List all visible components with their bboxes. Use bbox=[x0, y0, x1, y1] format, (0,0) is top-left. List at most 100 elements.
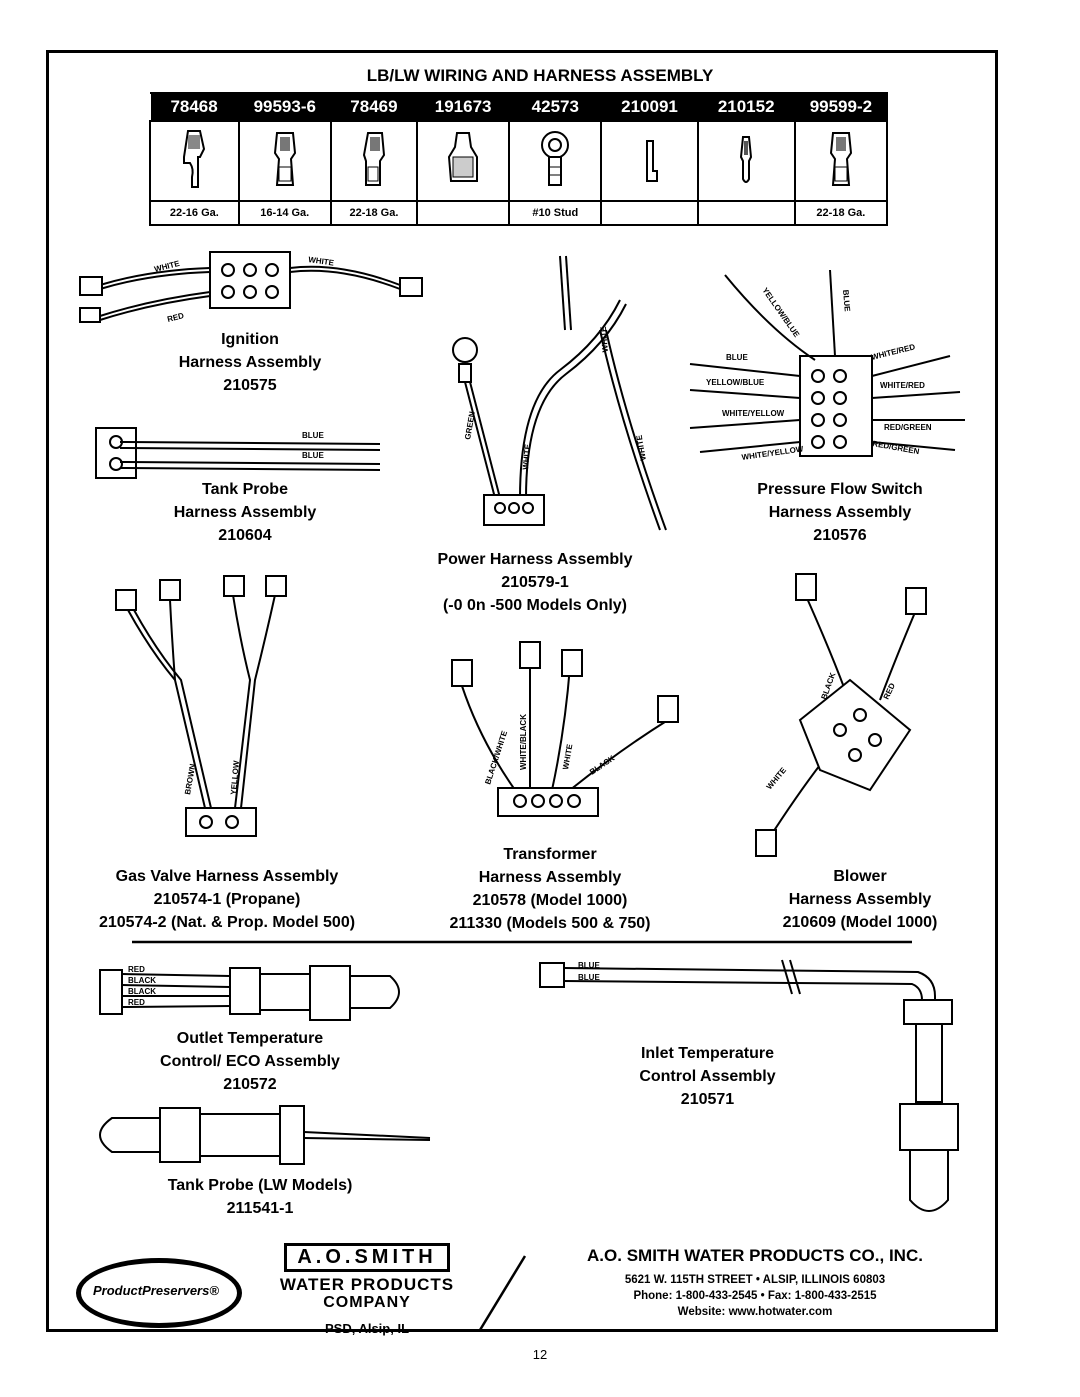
outlet-temperature-caption: Outlet Temperature Control/ ECO Assembly… bbox=[135, 1027, 365, 1096]
company-name: A.O. SMITH WATER PRODUCTS CO., INC. bbox=[587, 1246, 923, 1265]
wire-label: RED/GREEN bbox=[872, 439, 921, 456]
transformer-harness-drawing bbox=[451, 641, 679, 817]
wire-label: WHITE bbox=[599, 325, 610, 352]
caption-line: 210574-2 (Nat. & Prop. Model 500) bbox=[98, 914, 356, 931]
wire-label: YELLOW/BLUE bbox=[706, 378, 765, 387]
blower-caption: Blower Harness Assembly 210609 (Model 10… bbox=[760, 865, 960, 934]
caption-line: Harness Assembly bbox=[173, 504, 317, 521]
gauge-cell: 22-18 Ga. bbox=[793, 200, 889, 226]
wire-label: YELLOW bbox=[229, 760, 241, 795]
caption-line: Gas Valve Harness Assembly bbox=[115, 868, 339, 885]
caption-line: 210578 (Model 1000) bbox=[472, 892, 628, 909]
gauge-cell bbox=[696, 200, 796, 226]
gauge-cell bbox=[600, 200, 699, 226]
caption-line: Outlet Temperature bbox=[176, 1030, 324, 1047]
caption-line: Harness Assembly bbox=[478, 869, 622, 886]
wire-label: WHITE bbox=[635, 434, 648, 462]
gauge-cell: 16-14 Ga. bbox=[237, 200, 332, 226]
caption-line: Pressure Flow Switch bbox=[757, 481, 923, 498]
page-number: 12 bbox=[532, 1347, 548, 1362]
caption-line: Transformer bbox=[503, 846, 597, 863]
gauge-cell: 22-18 Ga. bbox=[329, 200, 419, 226]
part-number-cell: 78469 bbox=[330, 92, 419, 122]
caption-line: Power Harness Assembly bbox=[437, 551, 633, 568]
wire-label: WHITE bbox=[561, 743, 574, 771]
caption-line: Harness Assembly bbox=[768, 504, 912, 521]
caption-line: 210609 (Model 1000) bbox=[782, 914, 938, 931]
part-number-cell: 42573 bbox=[508, 92, 603, 122]
wire-label: BLACK bbox=[128, 987, 156, 996]
tank-probe-caption: Tank Probe Harness Assembly 210604 bbox=[145, 478, 345, 547]
brand-line: WATER PRODUCTS bbox=[279, 1275, 455, 1294]
part-number-cell: 99593-6 bbox=[238, 92, 332, 122]
blower-harness-drawing bbox=[755, 573, 927, 857]
outlet-temperature-drawing bbox=[99, 965, 400, 1021]
wire-label: WHITE/YELLOW bbox=[722, 409, 785, 418]
part-number-cell: 210091 bbox=[600, 92, 699, 122]
wire-label: RED bbox=[128, 965, 145, 974]
wire-label: YELLOW/BLUE bbox=[760, 286, 801, 339]
parts-table: 78468 99593-6 78469 191673 42573 210091 … bbox=[149, 92, 889, 226]
female-disconnect-icon bbox=[237, 120, 332, 202]
part-number-cell: 210152 bbox=[697, 92, 796, 122]
caption-line: Tank Probe bbox=[202, 481, 288, 498]
part-number-cell: 99599-2 bbox=[794, 92, 889, 122]
page-title: LB/LW WIRING AND HARNESS ASSEMBLY bbox=[366, 66, 714, 85]
female-disconnect-small-icon bbox=[329, 120, 419, 202]
tank-probe-lw-caption: Tank Probe (LW Models) 211541-1 bbox=[130, 1174, 390, 1220]
caption-line: 210574-1 (Propane) bbox=[153, 891, 301, 908]
gauge-cell: #10 Stud bbox=[508, 200, 603, 226]
wire-label: GREEN bbox=[463, 411, 477, 441]
socket-terminal-icon bbox=[696, 120, 796, 202]
part-number-cell: 78468 bbox=[149, 92, 240, 122]
ring-terminal-icon bbox=[508, 120, 603, 202]
wire-label: RED bbox=[166, 311, 185, 324]
pressure-flow-harness-drawing bbox=[689, 269, 965, 457]
wire-label: BLACK bbox=[588, 753, 616, 776]
gauge-cell bbox=[416, 200, 511, 226]
caption-line: 210575 bbox=[223, 377, 277, 394]
brand-location: PSD, Alsip, IL bbox=[324, 1321, 410, 1336]
caption-line: 210572 bbox=[223, 1076, 277, 1093]
caption-line: 210579-1 bbox=[501, 574, 569, 591]
page-frame bbox=[46, 50, 998, 1332]
ignition-caption: Ignition Harness Assembly 210575 bbox=[150, 328, 350, 397]
wire-label: RED/GREEN bbox=[884, 423, 932, 432]
wire-label: WHITE bbox=[308, 255, 335, 268]
wire-label: WHITE bbox=[765, 765, 789, 791]
tank-probe-harness-drawing bbox=[95, 427, 381, 479]
caption-line: (-0 0n -500 Models Only) bbox=[442, 597, 628, 614]
caption-line: Inlet Temperature bbox=[640, 1045, 775, 1062]
wire-label: BLUE bbox=[302, 451, 324, 460]
caption-line: Control/ ECO Assembly bbox=[160, 1053, 340, 1070]
caption-line: Harness Assembly bbox=[178, 354, 322, 371]
power-harness-drawing bbox=[452, 255, 667, 531]
tank-probe-lw-drawing bbox=[99, 1105, 431, 1165]
company-website: Website: www.hotwater.com bbox=[677, 1306, 833, 1318]
wire-label: WHITE bbox=[521, 443, 532, 470]
caption-line: 210576 bbox=[813, 527, 867, 544]
gas-valve-harness-drawing bbox=[115, 575, 287, 837]
caption-line: 210571 bbox=[680, 1091, 735, 1108]
caption-line: 211330 (Models 500 & 750) bbox=[449, 915, 651, 932]
caption-line: Tank Probe (LW Models) bbox=[167, 1177, 353, 1194]
wire-label: BROWN bbox=[183, 763, 197, 795]
caption-line: Harness Assembly bbox=[788, 891, 932, 908]
wire-label: BLUE bbox=[841, 289, 852, 312]
transformer-caption: Transformer Harness Assembly 210578 (Mod… bbox=[415, 843, 685, 935]
inlet-temperature-caption: Inlet Temperature Control Assembly 21057… bbox=[600, 1042, 815, 1111]
wire-label: BLUE bbox=[578, 961, 600, 970]
caption-line: Control Assembly bbox=[639, 1068, 776, 1085]
caption-line: Ignition bbox=[221, 331, 279, 348]
terminal-illustration-row bbox=[149, 120, 889, 202]
female-disconnect-insulated-icon bbox=[793, 120, 889, 202]
spade-terminal-icon bbox=[149, 120, 240, 202]
housing-cap-icon bbox=[416, 120, 511, 202]
inlet-temperature-drawing bbox=[539, 959, 959, 1212]
part-number-cell: 191673 bbox=[416, 92, 511, 122]
wire-label: BLUE bbox=[726, 353, 748, 362]
logo-text: ProductPreservers® bbox=[93, 1283, 219, 1298]
gauge-cell: 22-16 Ga. bbox=[149, 200, 240, 226]
brand-line: COMPANY bbox=[323, 1294, 411, 1311]
